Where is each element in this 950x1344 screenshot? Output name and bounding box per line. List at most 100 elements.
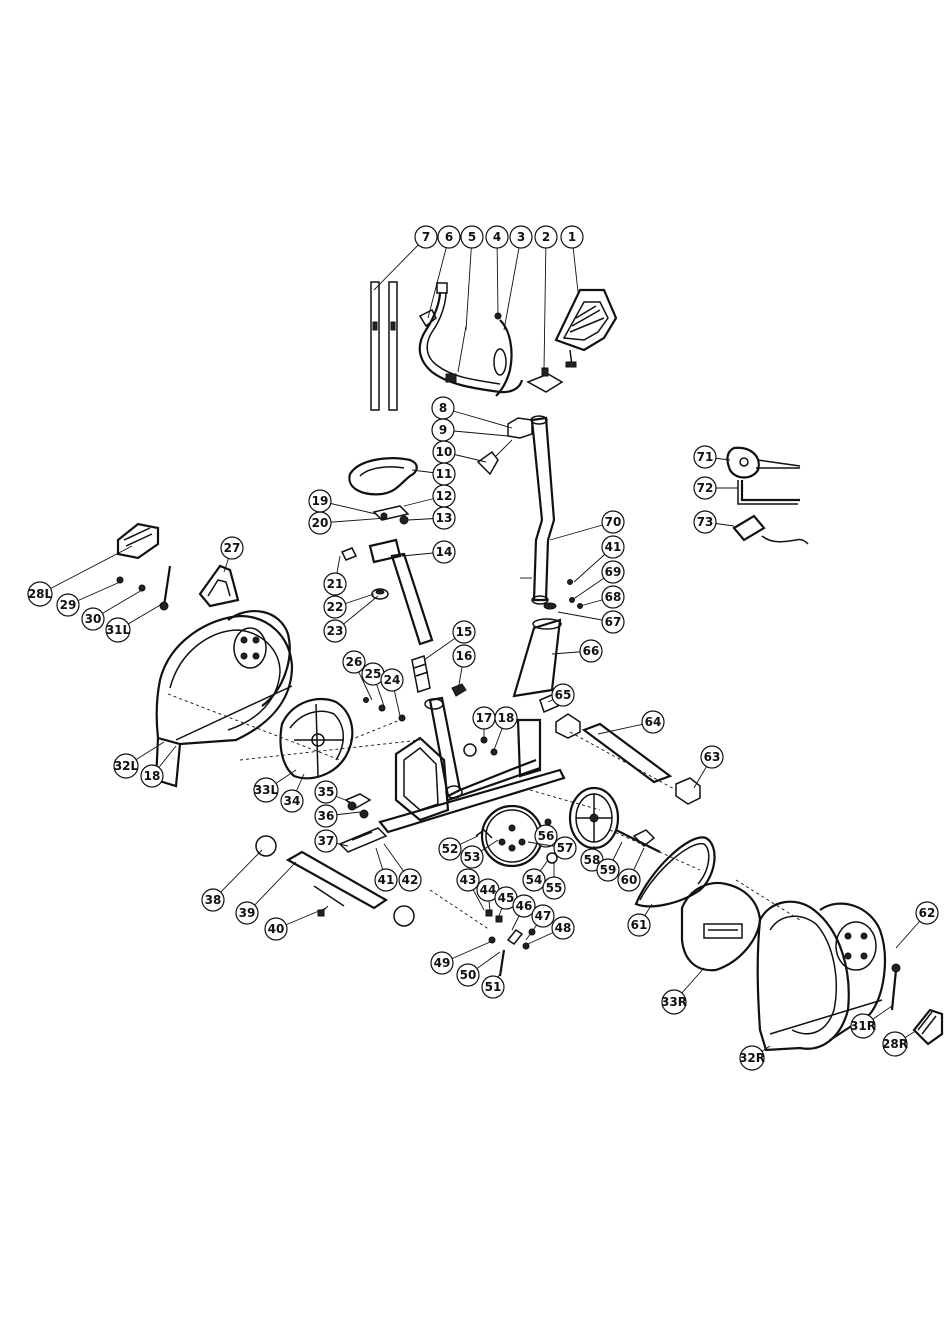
callout-31l: 31L (106, 604, 162, 642)
callout-number: 47 (535, 909, 552, 923)
callout-number: 53 (464, 850, 481, 864)
callout-40: 40 (265, 908, 326, 940)
callout-number: 15 (456, 625, 473, 639)
callout-number: 4 (493, 230, 501, 244)
callout-33r: 33R (661, 968, 704, 1014)
callout-68: 68 (580, 586, 624, 608)
callout-number: 14 (436, 545, 453, 559)
callout-7: 7 (374, 226, 437, 290)
callout-18: 18 (494, 707, 517, 750)
part-side-cover-left (156, 611, 292, 786)
callout-number: 17 (476, 711, 493, 725)
callout-number: 62 (919, 906, 936, 920)
callout-55: 55 (543, 862, 565, 899)
callout-number: 36 (318, 809, 335, 823)
callout-number: 31R (850, 1019, 876, 1033)
callout-13: 13 (408, 507, 455, 529)
part-tools (727, 448, 808, 544)
callout-35: 35 (315, 781, 350, 803)
callout-number: 18 (144, 769, 161, 783)
callout-number: 13 (436, 511, 453, 525)
callout-number: 7 (422, 230, 430, 244)
callout-number: 25 (365, 667, 382, 681)
callout-46: 46 (512, 895, 535, 930)
part-crank-pedal-right (892, 964, 942, 1044)
callout-67: 67 (558, 611, 624, 633)
callout-number: 52 (442, 842, 459, 856)
callout-12: 12 (404, 485, 455, 507)
callout-number: 69 (605, 565, 622, 579)
callout-number: 68 (605, 590, 622, 604)
callout-number: 8 (439, 401, 447, 415)
part-handlebar-post (531, 416, 554, 604)
callout-3: 3 (504, 226, 532, 330)
callout-17: 17 (473, 707, 495, 738)
callout-number: 32R (739, 1051, 765, 1065)
callout-1: 1 (561, 226, 583, 292)
callout-number: 51 (485, 980, 502, 994)
callout-leader-line (40, 546, 132, 594)
callout-number: 42 (402, 873, 419, 887)
callout-number: 55 (546, 881, 563, 895)
callout-number: 50 (460, 968, 477, 982)
part-seat (349, 458, 416, 494)
part-console (556, 290, 616, 367)
callout-number: 44 (480, 883, 497, 897)
callout-number: 19 (312, 494, 329, 508)
callout-28r: 28R (882, 1032, 914, 1056)
callout-number: 39 (239, 906, 256, 920)
callout-number: 46 (516, 899, 533, 913)
callout-number: 66 (583, 644, 600, 658)
callout-16: 16 (453, 645, 475, 690)
callout-number: 10 (436, 445, 453, 459)
callout-number: 73 (697, 515, 714, 529)
callout-number: 48 (555, 921, 572, 935)
callout-11: 11 (412, 463, 455, 485)
part-console-bracket (528, 368, 562, 392)
callout-71: 71 (694, 446, 730, 468)
callout-number: 11 (436, 467, 453, 481)
callout-number: 57 (557, 841, 574, 855)
callout-37: 37 (315, 830, 348, 852)
callout-22: 22 (324, 594, 374, 618)
callout-number: 40 (268, 922, 285, 936)
callout-number: 71 (697, 450, 714, 464)
callout-number: 37 (318, 834, 335, 848)
callout-number: 59 (600, 863, 617, 877)
callout-number: 26 (346, 655, 363, 669)
callout-number: 16 (456, 649, 473, 663)
callout-number: 32L (114, 759, 139, 773)
callout-number: 38 (205, 893, 222, 907)
part-inner-shroud-right (682, 883, 760, 970)
part-seat-post (342, 540, 432, 644)
callout-number: 9 (439, 423, 447, 437)
callout-number: 2 (542, 230, 550, 244)
callout-number: 64 (645, 715, 662, 729)
callout-2: 2 (535, 226, 557, 370)
part-bolts-17-18 (481, 737, 497, 755)
callout-number: 23 (327, 624, 344, 638)
callout-number: 54 (526, 873, 543, 887)
callout-number: 60 (621, 873, 638, 887)
callout-number: 70 (605, 515, 622, 529)
callout-number: 21 (327, 577, 344, 591)
callout-number: 65 (555, 688, 572, 702)
callout-number: 28L (28, 587, 53, 601)
callout-38: 38 (202, 850, 262, 911)
callout-41: 41 (375, 848, 397, 891)
callout-20: 20 (309, 512, 386, 534)
callout-number: 22 (327, 600, 344, 614)
callout-21: 21 (324, 556, 346, 595)
part-crank-cover (200, 566, 238, 606)
callout-number: 1 (568, 230, 576, 244)
callout-number: 27 (224, 541, 241, 555)
callout-39: 39 (236, 862, 296, 924)
part-tension-assembly (486, 910, 535, 976)
callout-number: 6 (445, 230, 453, 244)
callout-62: 62 (896, 902, 938, 948)
callout-leader-line (504, 237, 521, 330)
callout-63: 63 (694, 746, 723, 788)
callout-number: 67 (605, 615, 622, 629)
callout-number: 49 (434, 956, 451, 970)
callout-60: 60 (618, 848, 644, 891)
